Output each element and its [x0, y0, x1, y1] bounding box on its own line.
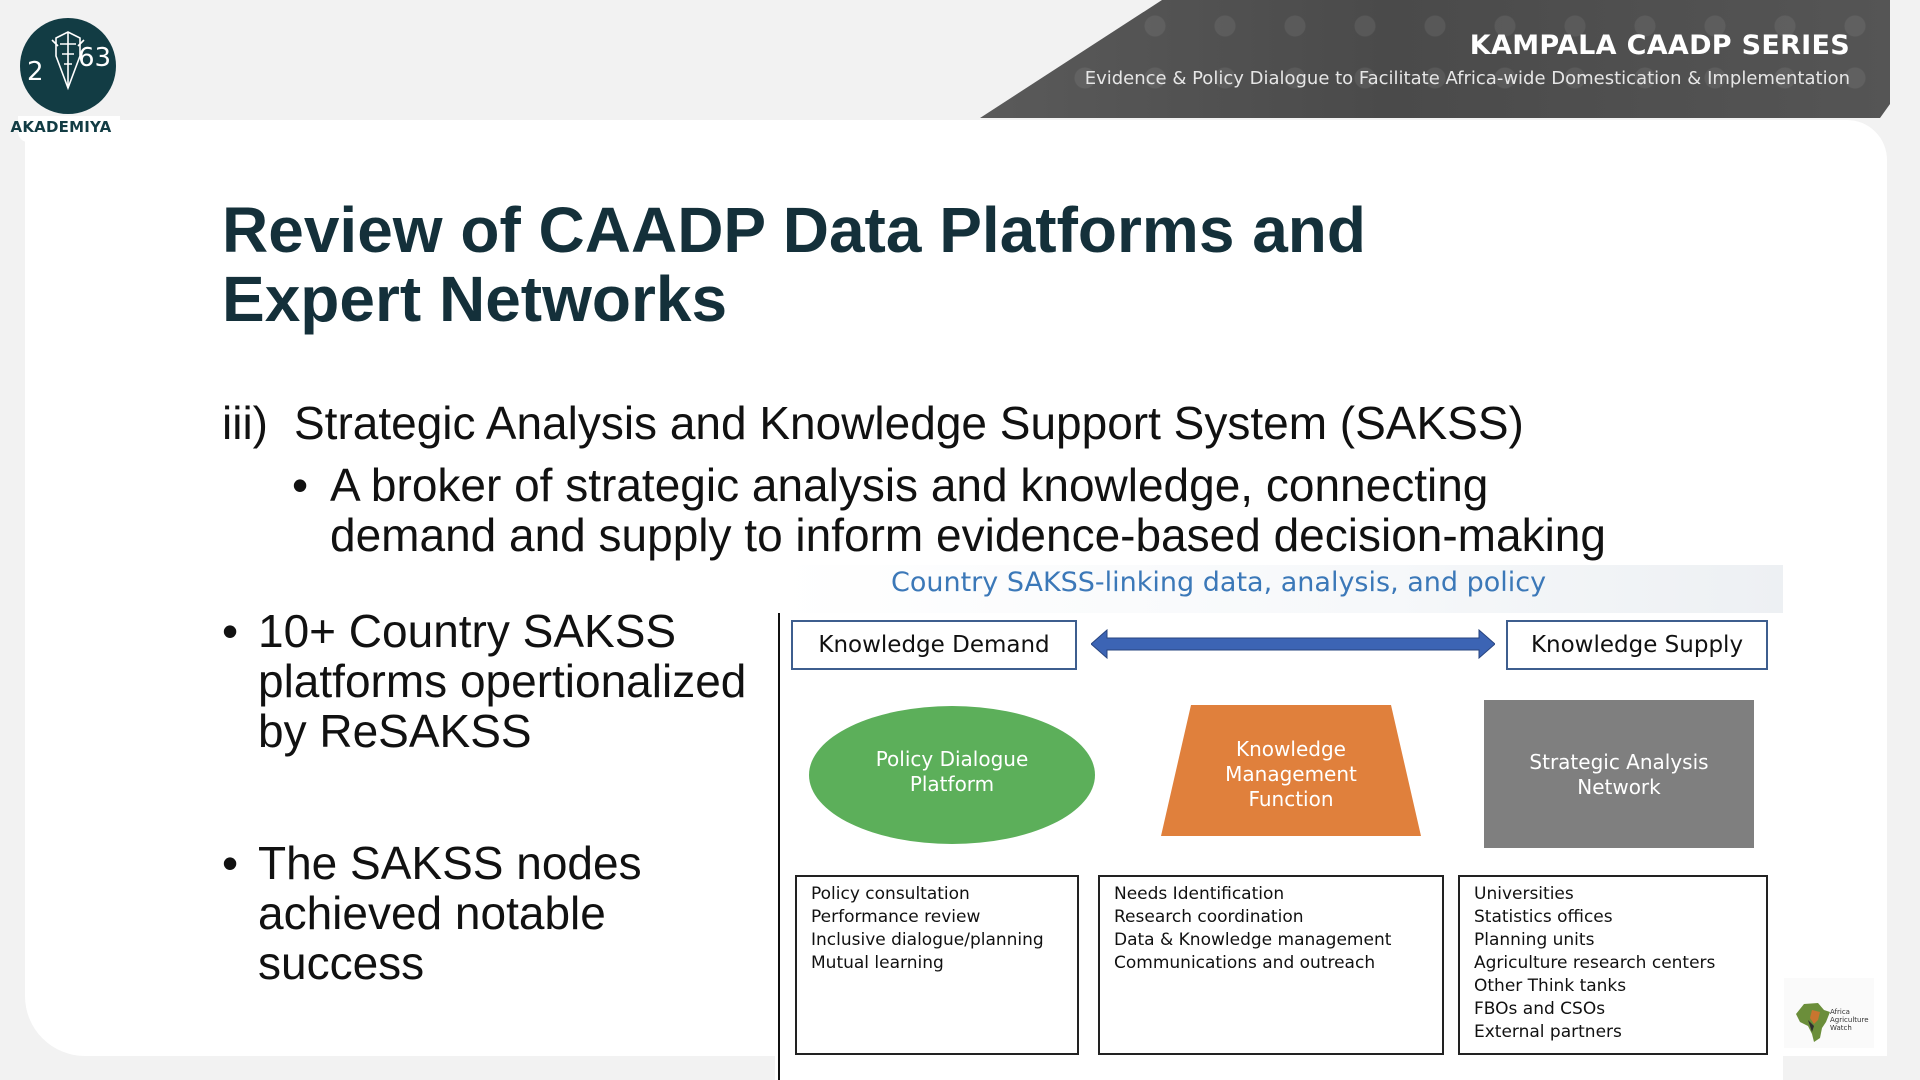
- banner-subtitle: Evidence & Policy Dialogue to Facilitate…: [1084, 68, 1850, 89]
- list-item: Inclusive dialogue/planning: [811, 930, 1044, 950]
- km-activities-list: Needs Identification Research coordinati…: [1098, 875, 1444, 1055]
- logo-digit-left: 2: [27, 57, 44, 87]
- list-item: Other Think tanks: [1474, 976, 1627, 996]
- section-heading: iii) Strategic Analysis and Knowledge Sup…: [222, 396, 1524, 450]
- list-item: Planning units: [1474, 930, 1595, 950]
- knowledge-management-function-label: Knowledge Management Function: [1225, 737, 1357, 811]
- strategic-analysis-network-label: Strategic Analysis Network: [1529, 750, 1709, 799]
- slide-title: Review of CAADP Data Platforms and Exper…: [222, 194, 1366, 335]
- diagram-title: Country SAKSS-linking data, analysis, an…: [891, 567, 1547, 598]
- knowledge-management-function-shape: Knowledge Management Function: [1161, 705, 1421, 836]
- logo-mask-icon: 2 63: [27, 31, 111, 91]
- strategic-analysis-network-shape: Strategic Analysis Network: [1484, 700, 1754, 848]
- section-bullet-text: A broker of strategic analysis and knowl…: [330, 459, 1606, 561]
- bullet-symbol: •: [292, 459, 309, 511]
- network-members-list: Universities Statistics offices Planning…: [1458, 875, 1768, 1055]
- sakss-diagram: Country SAKSS-linking data, analysis, an…: [775, 565, 1783, 1080]
- list-item: Policy consultation: [811, 884, 970, 904]
- list-item: Needs Identification: [1114, 884, 1285, 904]
- policy-dialogue-platform-label: Policy Dialogue Platform: [875, 747, 1029, 796]
- list-item: Universities: [1474, 884, 1574, 904]
- bullet-symbol: •: [222, 605, 239, 657]
- africa-agriculture-watch-logo: Africa Agriculture Watch: [1784, 978, 1874, 1048]
- policy-dialogue-platform-shape: Policy Dialogue Platform: [809, 706, 1095, 844]
- list-item: Performance review: [811, 907, 981, 927]
- logo-digit-right: 63: [78, 43, 111, 73]
- list-item: FBOs and CSOs: [1474, 999, 1606, 1019]
- trapezoid-shape: [1161, 705, 1421, 836]
- list-item: Data & Knowledge management: [1114, 930, 1392, 950]
- bullet-item: • 10+ Country SAKSS platforms opertional…: [222, 606, 762, 756]
- banner-title: KAMPALA CAADP SERIES: [1469, 30, 1850, 61]
- section-title: Strategic Analysis and Knowledge Support…: [294, 397, 1524, 449]
- section-number: iii): [222, 397, 268, 449]
- double-arrow-icon: [1091, 629, 1495, 659]
- bullet-symbol: •: [222, 837, 239, 889]
- diagram-frame-line: [778, 613, 780, 1080]
- list-item: Agriculture research centers: [1474, 953, 1716, 973]
- bullet-text: The SAKSS nodes achieved notable success: [258, 837, 642, 989]
- series-banner: KAMPALA CAADP SERIES Evidence & Policy D…: [980, 0, 1890, 118]
- logo-wordmark: AKADEMIYA: [10, 118, 112, 136]
- africa-map-icon: [1796, 1003, 1830, 1042]
- list-item: Mutual learning: [811, 953, 944, 973]
- policy-activities-list: Policy consultation Performance review I…: [795, 875, 1079, 1055]
- list-item: Communications and outreach: [1114, 953, 1376, 973]
- list-item: External partners: [1474, 1022, 1622, 1042]
- diagram-header: Country SAKSS-linking data, analysis, an…: [775, 565, 1783, 613]
- akademiya-logo: 2 63: [18, 16, 118, 116]
- aaw-wordmark: Africa Agriculture Watch: [1830, 1008, 1869, 1032]
- list-item: Statistics offices: [1474, 907, 1613, 927]
- logo-plate: [18, 116, 120, 142]
- knowledge-supply-box: Knowledge Supply: [1506, 620, 1768, 670]
- knowledge-demand-box: Knowledge Demand: [791, 620, 1077, 670]
- bullet-text: 10+ Country SAKSS platforms opertionaliz…: [258, 605, 747, 757]
- bullet-item: • The SAKSS nodes achieved notable succe…: [222, 838, 762, 988]
- list-item: Research coordination: [1114, 907, 1304, 927]
- section-bullet: • A broker of strategic analysis and kno…: [292, 460, 1642, 560]
